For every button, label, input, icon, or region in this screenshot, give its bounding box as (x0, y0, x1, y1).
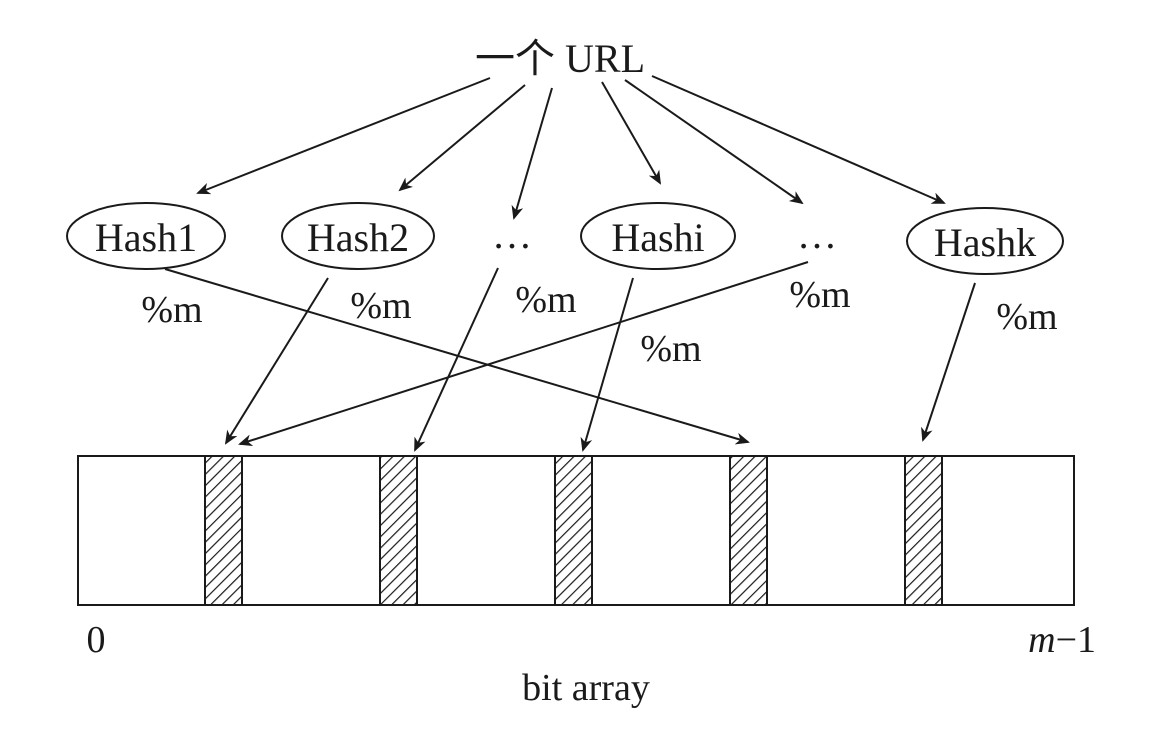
mod-label: %m (515, 279, 576, 321)
hash-label: Hashi (611, 215, 704, 260)
bit-array-caption: bit array (522, 667, 650, 709)
hash-ellipse (580, 202, 736, 270)
arrow-url-hashk (651, 75, 946, 204)
set-bit-cell (904, 455, 943, 606)
arrow-url-hash2 (398, 84, 526, 192)
arrow-dots1-bit (414, 267, 499, 452)
arrow-hash1-bit (164, 268, 750, 445)
set-bit-cell (379, 455, 418, 606)
hash-to-bit-arrows (164, 261, 976, 452)
bit-array-start-index: 0 (87, 619, 106, 661)
set-bit-cell (204, 455, 243, 606)
arrow-url-hash1 (196, 77, 491, 195)
mod-label: %m (640, 328, 701, 370)
mod-label: %m (789, 274, 850, 316)
bit-array-end-index: m−1 (1028, 619, 1096, 661)
arrow-dots2-bit (238, 261, 809, 447)
ellipsis-dots-1: … (492, 212, 532, 257)
ellipsis-dots-2: … (797, 212, 837, 257)
arrow-hash2-bit (224, 277, 329, 445)
source-url-label: 一个 URL (475, 36, 645, 81)
hash-ellipse (906, 207, 1064, 275)
hash-function-1: Hash1 (66, 202, 226, 270)
mod-label: %m (350, 285, 411, 327)
hash-label: Hashk (934, 220, 1036, 265)
set-bit-cell (554, 455, 593, 606)
set-bits-group (204, 455, 943, 606)
end-index-offset: −1 (1056, 619, 1096, 661)
set-bit-cell (729, 455, 768, 606)
end-index-variable: m (1028, 619, 1055, 661)
hash-function-2: Hash2 (281, 202, 435, 270)
mod-label: %m (996, 296, 1057, 338)
hash-label: Hash2 (307, 215, 409, 260)
mod-label: %m (141, 289, 202, 331)
hash-label: Hash1 (95, 215, 197, 260)
arrow-hashi-bit (580, 277, 634, 452)
arrow-url-dots1 (511, 87, 553, 220)
arrow-url-hashi (601, 81, 661, 185)
hash-function-k: Hashk (906, 207, 1064, 275)
hash-function-i: Hashi (580, 202, 736, 270)
url-to-hash-arrows (196, 75, 946, 220)
hash-ellipse (281, 202, 435, 270)
arrow-hashk-bit (921, 282, 976, 442)
hash-ellipse (66, 202, 226, 270)
arrow-url-dots2 (624, 79, 804, 205)
